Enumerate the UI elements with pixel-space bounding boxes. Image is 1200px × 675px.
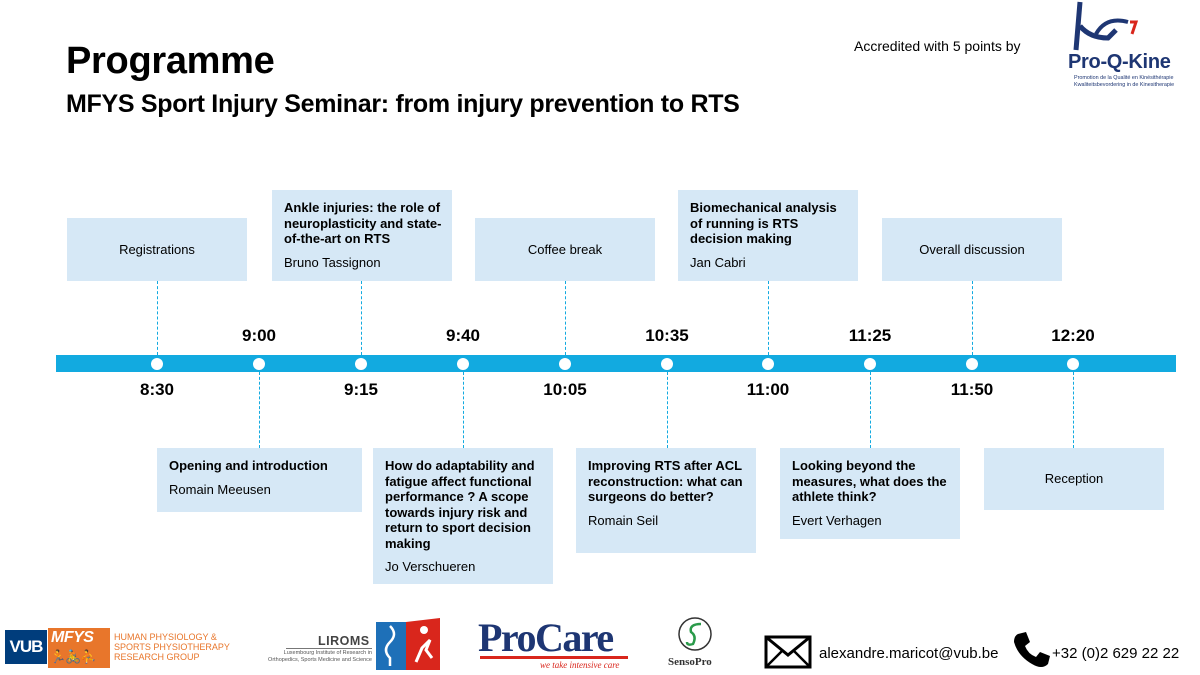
- session-speaker: Romain Seil: [588, 512, 659, 528]
- session-speaker: Evert Verhagen: [792, 512, 882, 528]
- timeline-bar: [56, 355, 1176, 372]
- time-label: 9:40: [445, 326, 481, 345]
- timeline-dot: [1067, 358, 1079, 370]
- athletes-icon: 🏃🚴⛹: [50, 649, 97, 664]
- liroms-divider: [286, 648, 372, 649]
- timeline-dot: [355, 358, 367, 370]
- session-title: Looking beyond the measures, what does t…: [792, 458, 947, 504]
- connector-line: [1073, 372, 1074, 448]
- time-label: 10:35: [645, 326, 689, 345]
- connector-line: [361, 281, 362, 355]
- session-box: How do adaptability and fatigue affect f…: [373, 448, 553, 584]
- timeline-dot: [762, 358, 774, 370]
- liroms-logo-text: LIROMS: [318, 634, 370, 648]
- mfys-logo: MFYS 🏃🚴⛹: [48, 628, 110, 668]
- timeline-dot: [864, 358, 876, 370]
- session-title: Registrations: [119, 241, 195, 257]
- time-label: 10:05: [543, 380, 587, 399]
- session-title: Opening and introduction: [169, 458, 328, 473]
- time-label: 11:00: [746, 380, 790, 399]
- pro-q-kine-tagline-fr: Promotion de la Qualité en Kinésithérapi…: [1074, 75, 1174, 81]
- connector-line: [870, 372, 871, 448]
- mfys-description: HUMAN PHYSIOLOGY & SPORTS PHYSIOTHERAPY …: [114, 632, 230, 662]
- session-box: Overall discussion: [882, 218, 1062, 281]
- timeline-dot: [457, 358, 469, 370]
- connector-line: [972, 281, 973, 355]
- session-speaker: Jo Verschueren: [385, 559, 476, 574]
- session-title: How do adaptability and fatigue affect f…: [385, 458, 535, 551]
- pro-q-kine-mark-icon: [1073, 1, 1139, 51]
- page-subtitle: MFYS Sport Injury Seminar: from injury p…: [66, 90, 740, 118]
- envelope-icon: [764, 635, 812, 669]
- session-title: Coffee break: [527, 241, 603, 257]
- liroms-emblem-icon: [376, 618, 440, 670]
- phone-icon: [1014, 632, 1050, 667]
- session-title: Biomechanical analysis of running is RTS…: [690, 200, 837, 246]
- session-box: Improving RTS after ACL reconstruction: …: [576, 448, 756, 553]
- time-label: 8:30: [139, 380, 175, 399]
- session-title: Reception: [1044, 471, 1104, 487]
- connector-line: [259, 372, 260, 448]
- session-box: Biomechanical analysis of running is RTS…: [678, 190, 858, 281]
- connector-line: [157, 281, 158, 355]
- time-label: 11:50: [950, 380, 994, 399]
- session-speaker: Bruno Tassignon: [284, 254, 381, 270]
- time-label: 11:25: [848, 326, 892, 345]
- time-label: 9:00: [241, 326, 277, 345]
- sensopro-name: SensoPro: [668, 656, 712, 668]
- session-title: Overall discussion: [919, 241, 1025, 257]
- session-speaker: Romain Meeusen: [169, 481, 271, 497]
- timeline-dot: [966, 358, 978, 370]
- procare-logo: ProCare: [478, 615, 614, 660]
- vub-logo: VUB: [5, 630, 47, 664]
- connector-line: [768, 281, 769, 355]
- page-title: Programme: [66, 40, 275, 82]
- timeline-dot: [253, 358, 265, 370]
- timeline-dot: [661, 358, 673, 370]
- pro-q-kine-name: Pro-Q-Kine: [1068, 51, 1171, 73]
- session-box: Opening and introduction Romain Meeusen: [157, 448, 362, 512]
- mfys-logo-text: MFYS: [51, 629, 94, 646]
- session-box: Coffee break: [475, 218, 655, 281]
- contact-phone[interactable]: +32 (0)2 629 22 22: [1052, 645, 1180, 662]
- pro-q-kine-logo: Pro-Q-Kine Promotion de la Qualité en Ki…: [1060, 0, 1200, 96]
- session-box: Reception: [984, 448, 1164, 510]
- connector-line: [463, 372, 464, 448]
- pro-q-kine-tagline-nl: Kwaliteitsbevordering in de Kinesitherap…: [1074, 81, 1175, 88]
- contact-email[interactable]: alexandre.maricot@vub.be: [819, 645, 999, 662]
- sensopro-mark-icon: [678, 617, 712, 651]
- connector-line: [565, 281, 566, 355]
- accreditation-text: Accredited with 5 points by: [854, 38, 1021, 54]
- session-box: Looking beyond the measures, what does t…: [780, 448, 960, 539]
- session-box: Registrations: [67, 218, 247, 281]
- procare-underline: [480, 656, 628, 659]
- timeline-dot: [559, 358, 571, 370]
- pro-q-kine-tagline: Promotion de la Qualité en Kinésithérapi…: [1074, 75, 1174, 88]
- liroms-description: Luxembourg Institute of Research in Orth…: [268, 650, 372, 663]
- time-label: 9:15: [343, 380, 379, 399]
- session-box: Ankle injuries: the role of neuroplastic…: [272, 190, 452, 281]
- connector-line: [667, 372, 668, 448]
- timeline-dot: [151, 358, 163, 370]
- procare-tagline: we take intensive care: [540, 660, 620, 670]
- session-title: Improving RTS after ACL reconstruction: …: [588, 458, 743, 504]
- session-title: Ankle injuries: the role of neuroplastic…: [284, 200, 442, 246]
- session-speaker: Jan Cabri: [690, 254, 746, 270]
- time-label: 12:20: [1051, 326, 1095, 345]
